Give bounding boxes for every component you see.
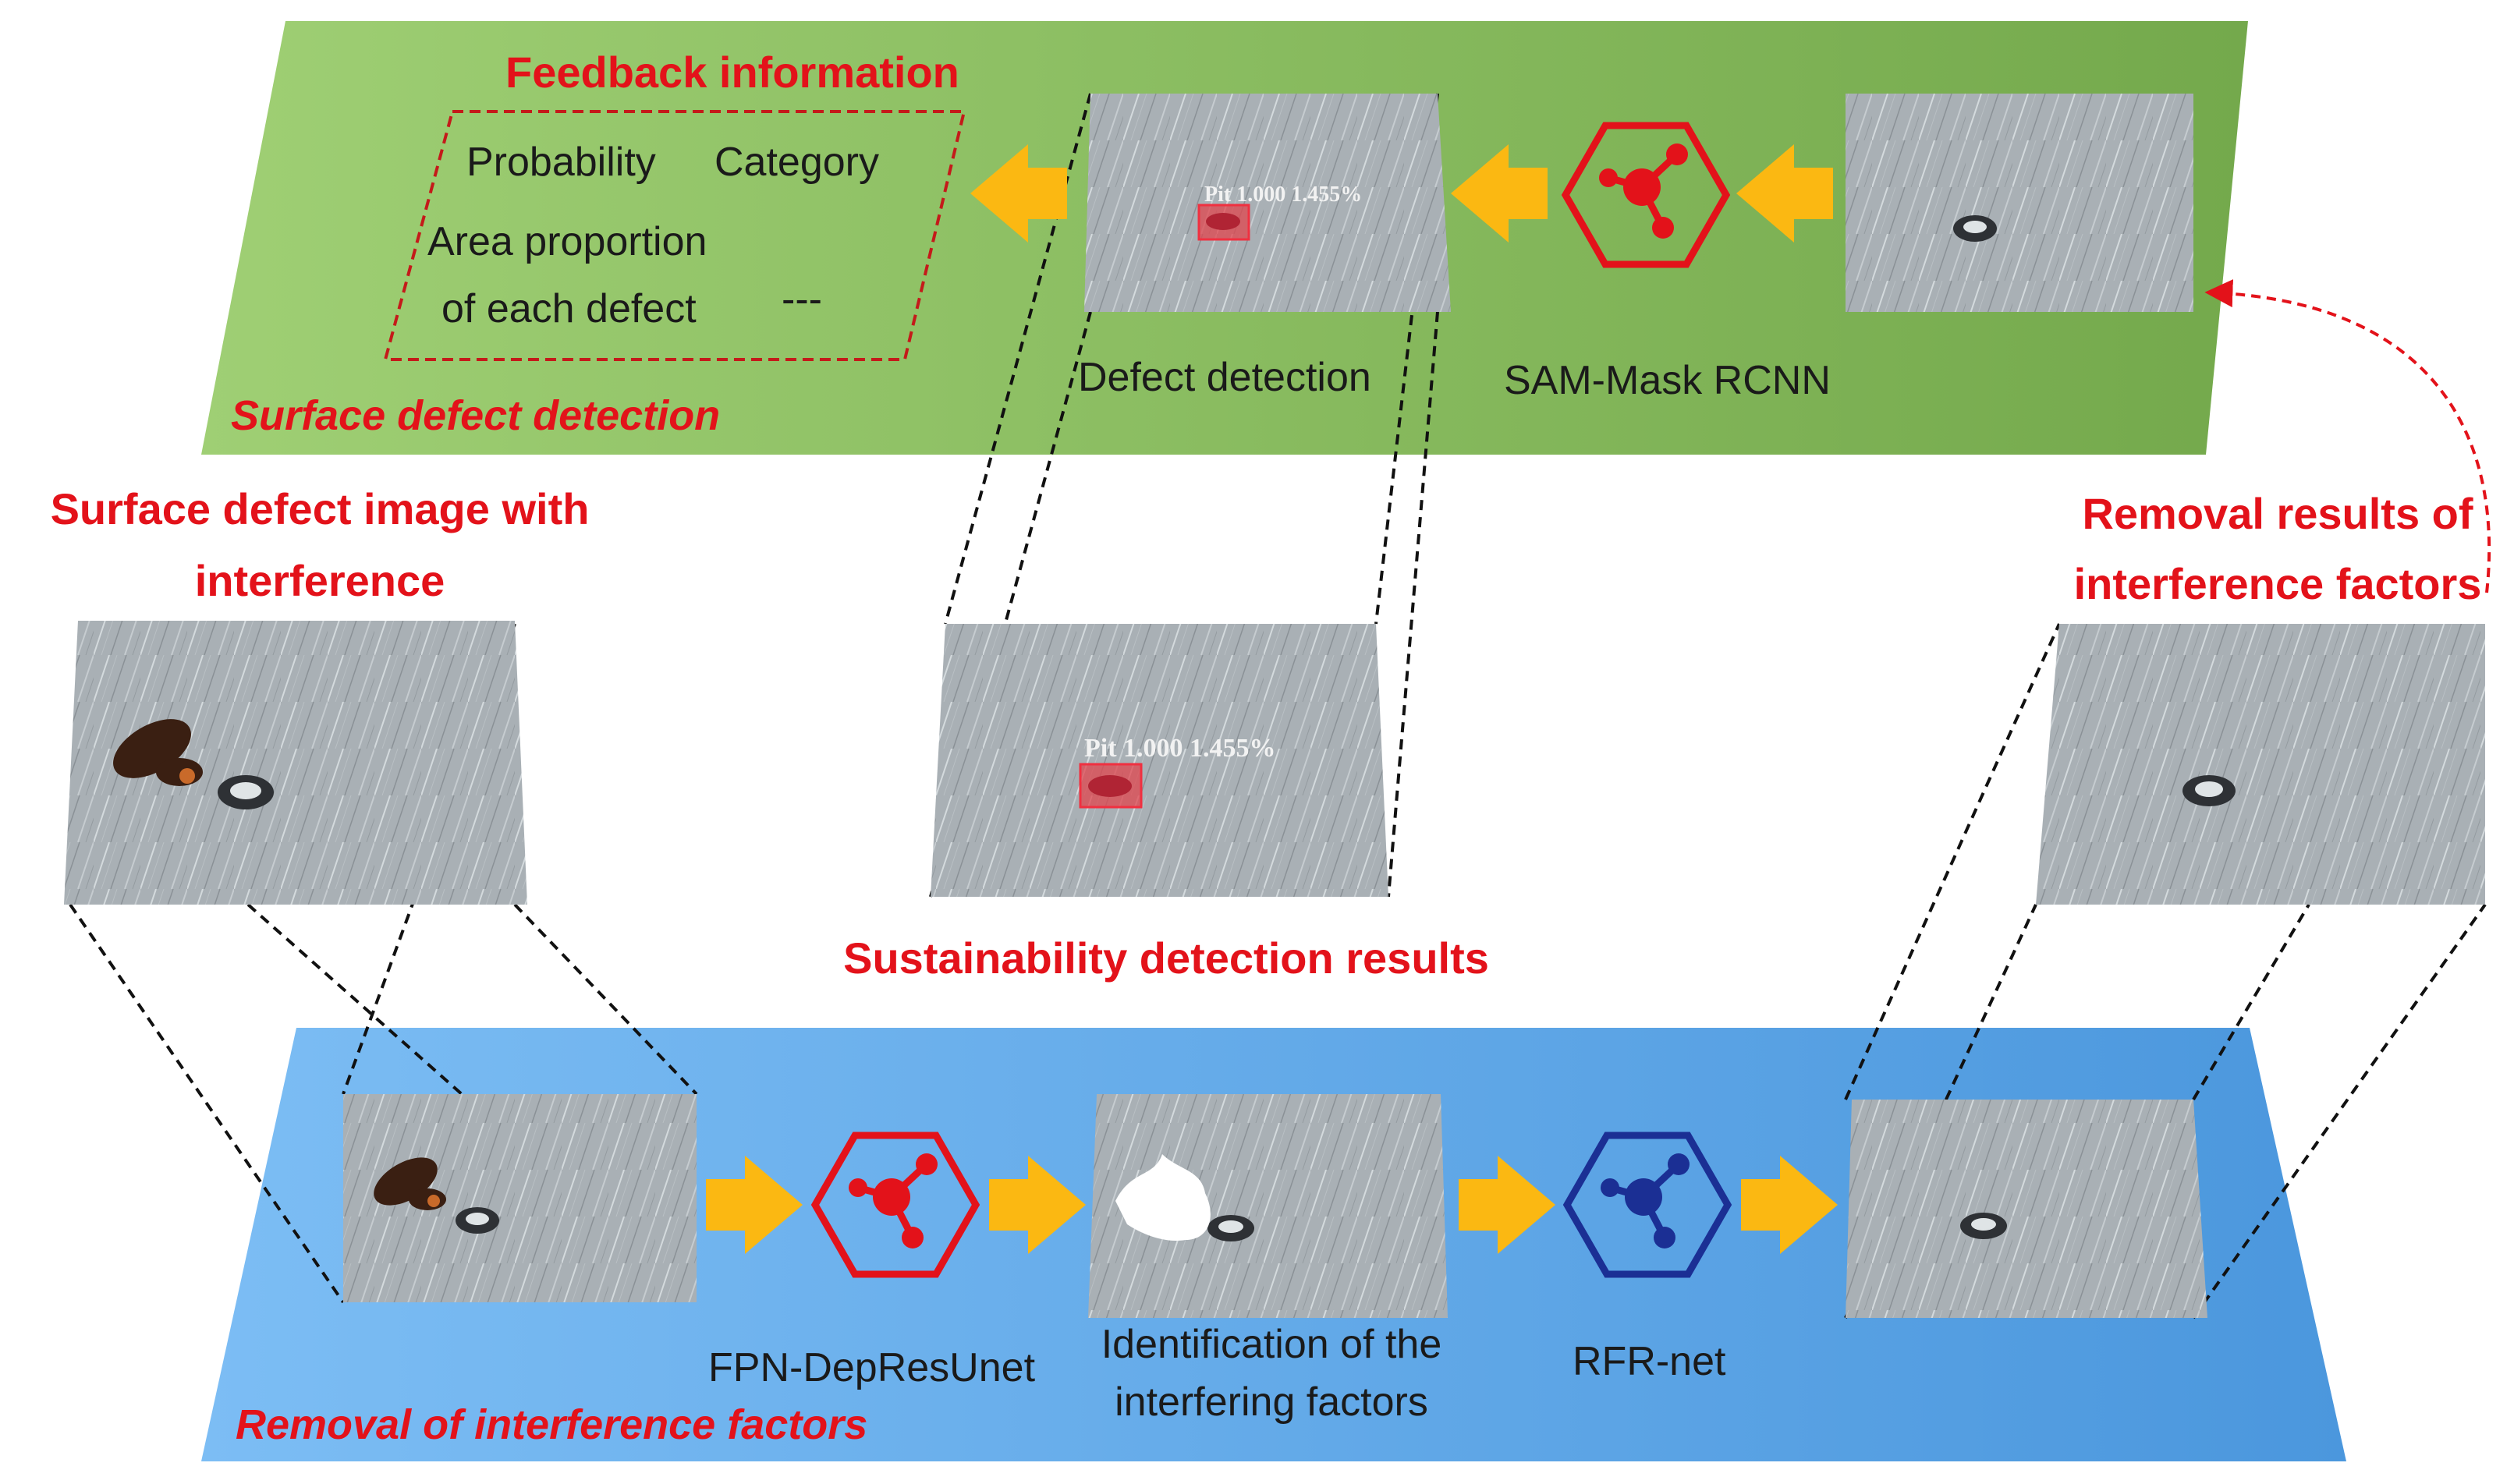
- network-hexagon-icon: [810, 1132, 980, 1278]
- right-label-line1: Removal results of: [2082, 489, 2473, 538]
- feedback-item-area: Area proportion: [427, 219, 707, 264]
- sam-mask-rcnn-label: SAM-Mask RCNN: [1504, 358, 1831, 403]
- feedback-arrow: [2204, 279, 2491, 593]
- top-panel-title: Surface defect detection: [231, 392, 721, 439]
- right-label-line2: interference factors: [2073, 559, 2482, 608]
- overlay-text-large: Pit 1.000 1.455%: [1084, 734, 1276, 763]
- feedback-item-category: Category: [714, 140, 879, 185]
- feedback-item-defect: of each defect: [441, 286, 697, 331]
- bottom-input-image: [343, 1094, 697, 1302]
- bottom-output-image: [1846, 1100, 2207, 1318]
- bottom-mask-image: [1088, 1094, 1448, 1318]
- feedback-title: Feedback information: [505, 48, 959, 97]
- feedback-item-probability: Probability: [466, 140, 656, 185]
- network-hexagon-icon: [1562, 1132, 1732, 1278]
- center-label: Sustainability detection results: [843, 933, 1489, 983]
- left-label-line2: interference: [194, 556, 445, 605]
- defect-detection-label: Defect detection: [1078, 355, 1371, 400]
- input-image-large: [64, 621, 527, 905]
- feedback-item-more: ---: [782, 277, 822, 322]
- arrow-right-icon: [970, 144, 1833, 243]
- top-detected-image: Pit 1.000 1.455%: [1084, 94, 1451, 312]
- arrow-right-icon: [706, 1156, 1838, 1254]
- fpn-depresunet-label: FPN-DepResUnet: [708, 1345, 1036, 1390]
- detected-image-large: Pit 1.000 1.455%: [931, 624, 1388, 897]
- overlay-text-small: Pit 1.000 1.455%: [1204, 182, 1362, 207]
- bottom-panel-title: Removal of interference factors: [236, 1401, 868, 1448]
- identification-label-line1: Identification of the: [1101, 1322, 1442, 1367]
- network-hexagon-icon: [1561, 122, 1731, 268]
- left-label-line1: Surface defect image with: [50, 484, 590, 533]
- restored-image-large: [2036, 624, 2485, 905]
- rfr-net-label: RFR-net: [1573, 1339, 1726, 1384]
- top-input-image: [1846, 94, 2193, 312]
- identification-label-line2: interfering factors: [1115, 1380, 1428, 1425]
